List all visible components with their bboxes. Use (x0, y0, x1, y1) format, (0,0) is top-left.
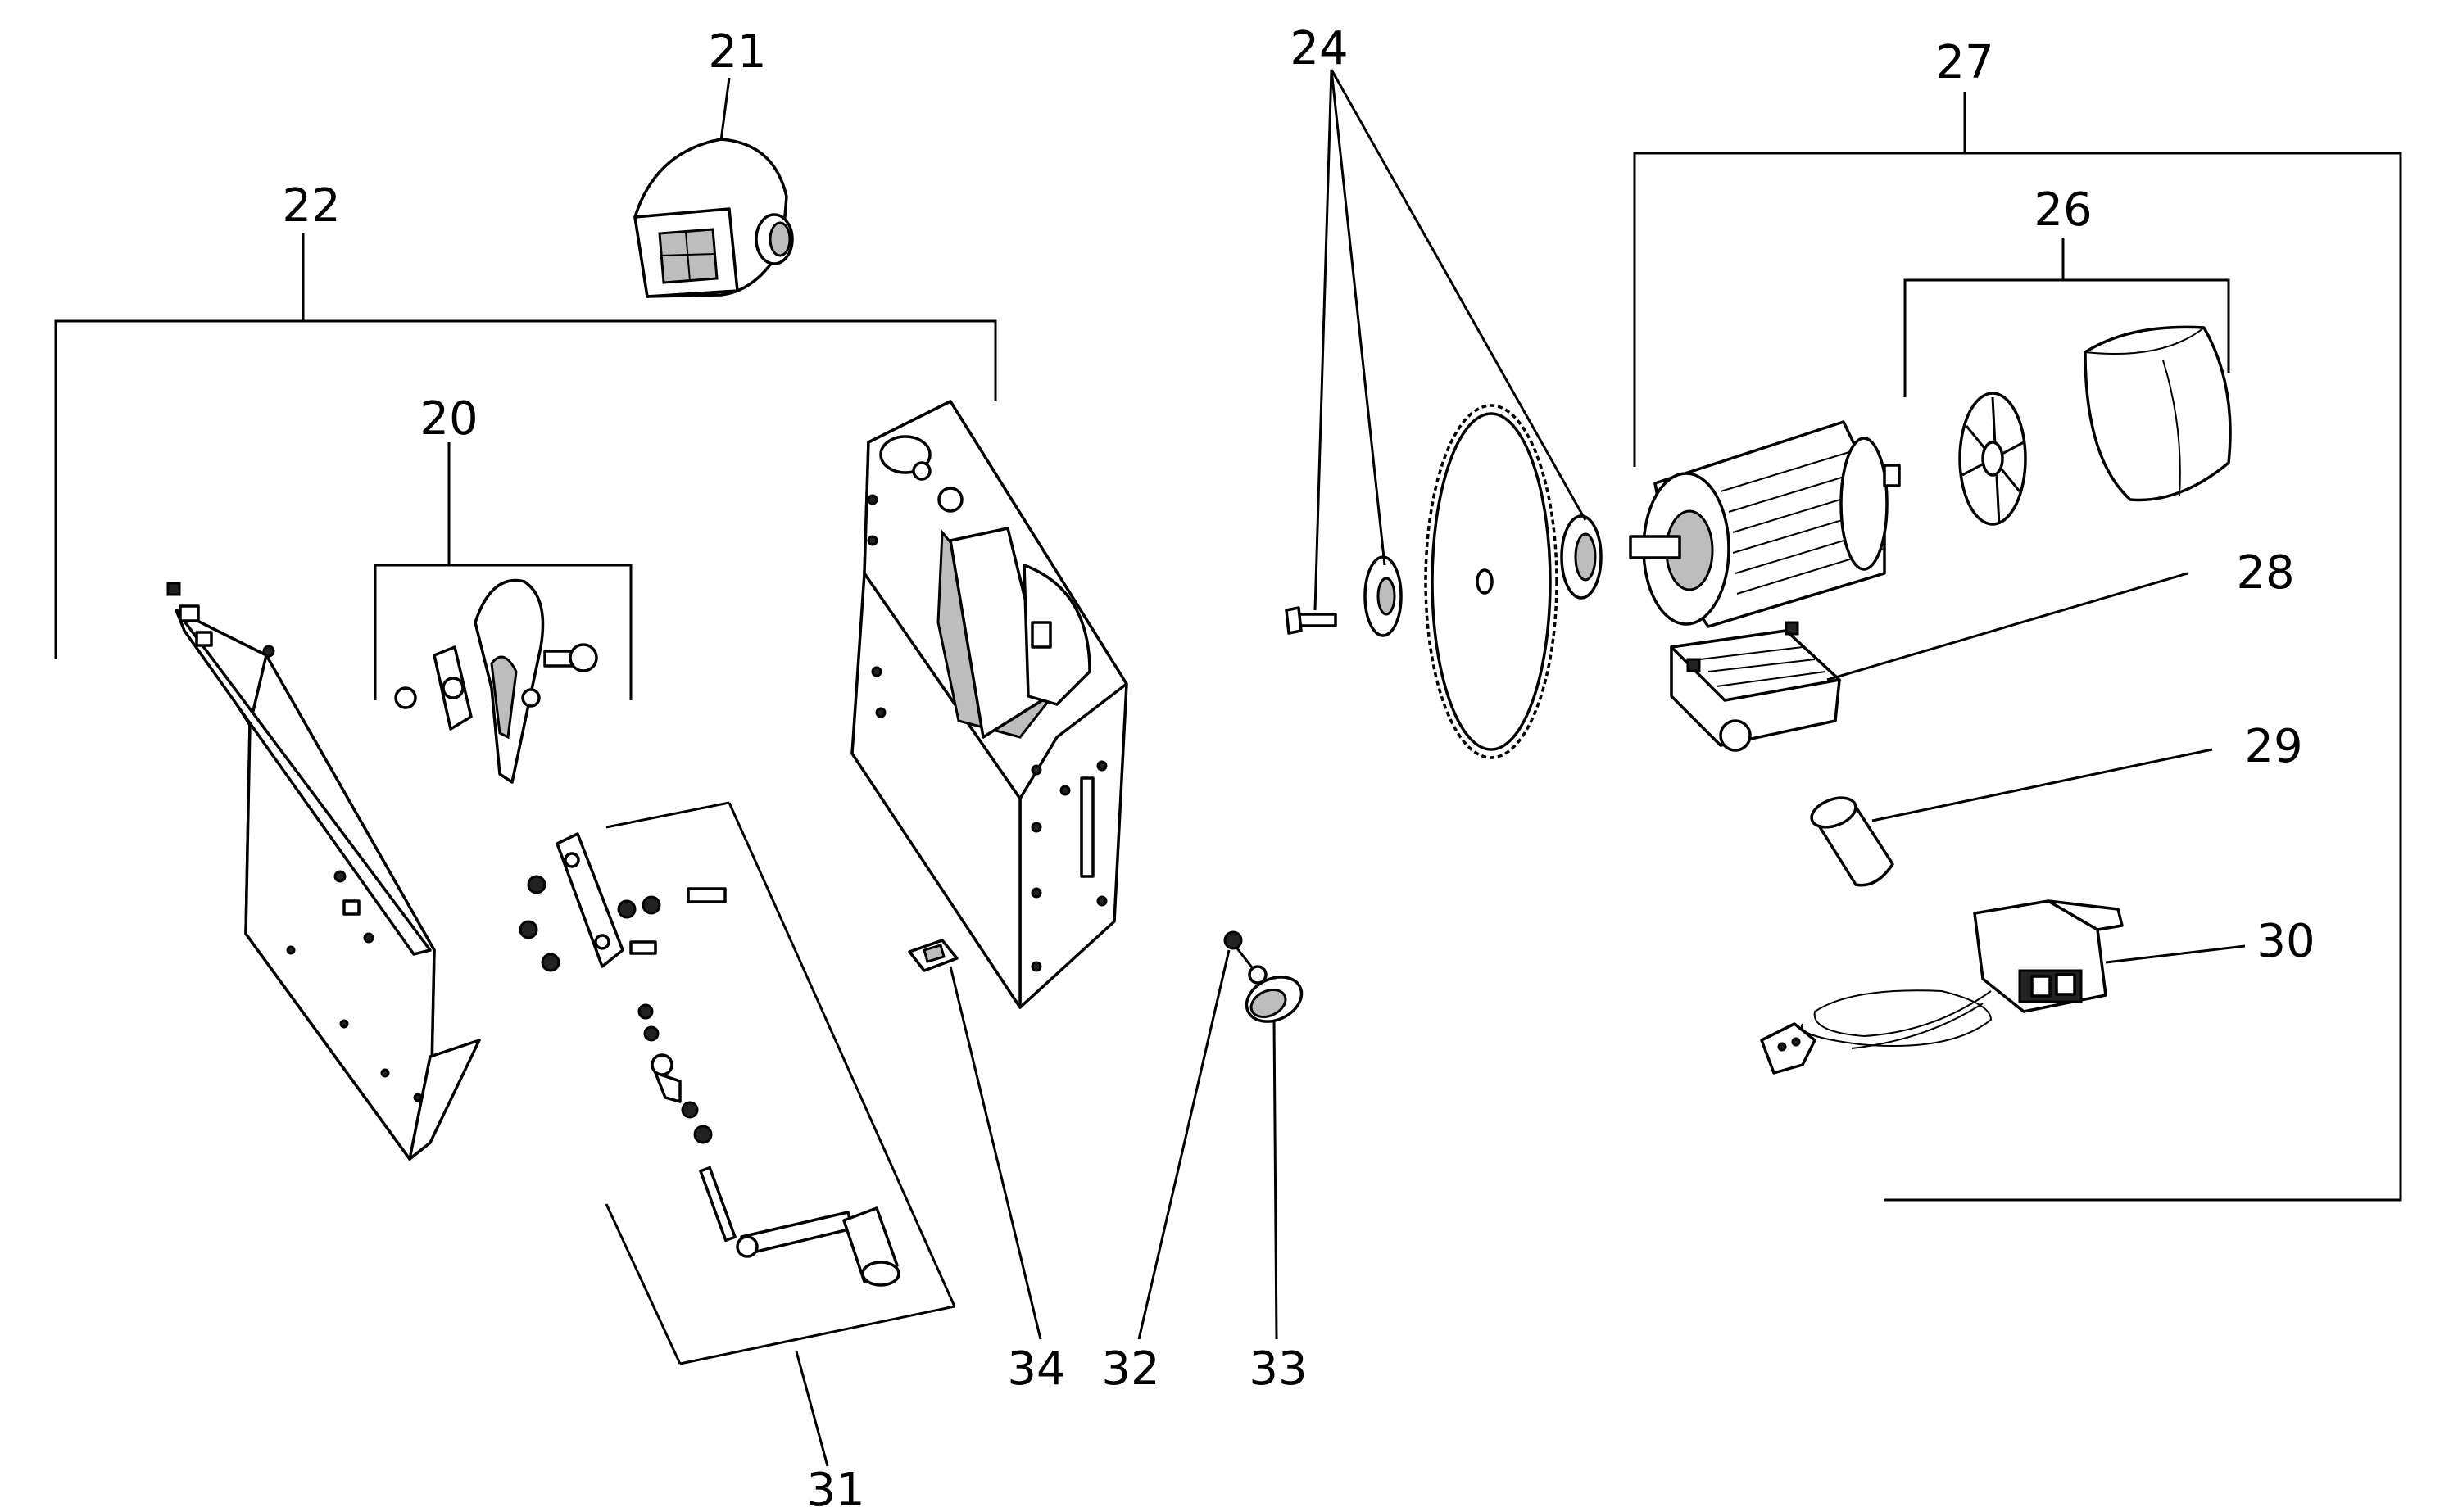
callout-label-31: 31 (806, 1464, 864, 1512)
part-26-fan (1958, 392, 2027, 526)
callout-label-27: 27 (1935, 36, 1993, 89)
part-32-33-knob (1223, 930, 1304, 1023)
callout-label-20: 20 (419, 392, 478, 446)
callout-label-26: 26 (2034, 183, 2092, 237)
callout-label-30: 30 (2256, 915, 2315, 968)
part-20-guard-assembly (374, 442, 633, 784)
part-21-dust-hood (633, 138, 794, 298)
bracket-22 (54, 233, 997, 659)
callout-label-29: 29 (2244, 720, 2302, 773)
part-26-fan-cover (2084, 325, 2232, 502)
part-34-clip (908, 939, 959, 972)
part-22-main-housing (850, 400, 1128, 1009)
callout-label-28: 28 (2236, 546, 2294, 600)
callout-label-22: 22 (282, 179, 340, 233)
callout-label-24: 24 (1290, 22, 1348, 75)
callout-label-34: 34 (1007, 1342, 1065, 1396)
part-27-motor (1629, 420, 1901, 628)
part-22-side-panel (166, 582, 481, 1161)
part-28-motor-mount (1670, 621, 1841, 752)
part-31-crank-assembly (519, 801, 956, 1365)
callout-label-32: 32 (1101, 1342, 1159, 1396)
callout-label-33: 33 (1249, 1342, 1307, 1396)
part-30-switch-cord (1760, 899, 2124, 1075)
part-29-capacitor (1810, 796, 1894, 887)
bracket-26 (1903, 238, 2230, 397)
bracket-27 (1633, 92, 2402, 1202)
callout-label-21: 21 (708, 25, 766, 79)
part-24-flanges-bolt (1285, 514, 1603, 637)
part-24-saw-blade (1424, 404, 1558, 759)
